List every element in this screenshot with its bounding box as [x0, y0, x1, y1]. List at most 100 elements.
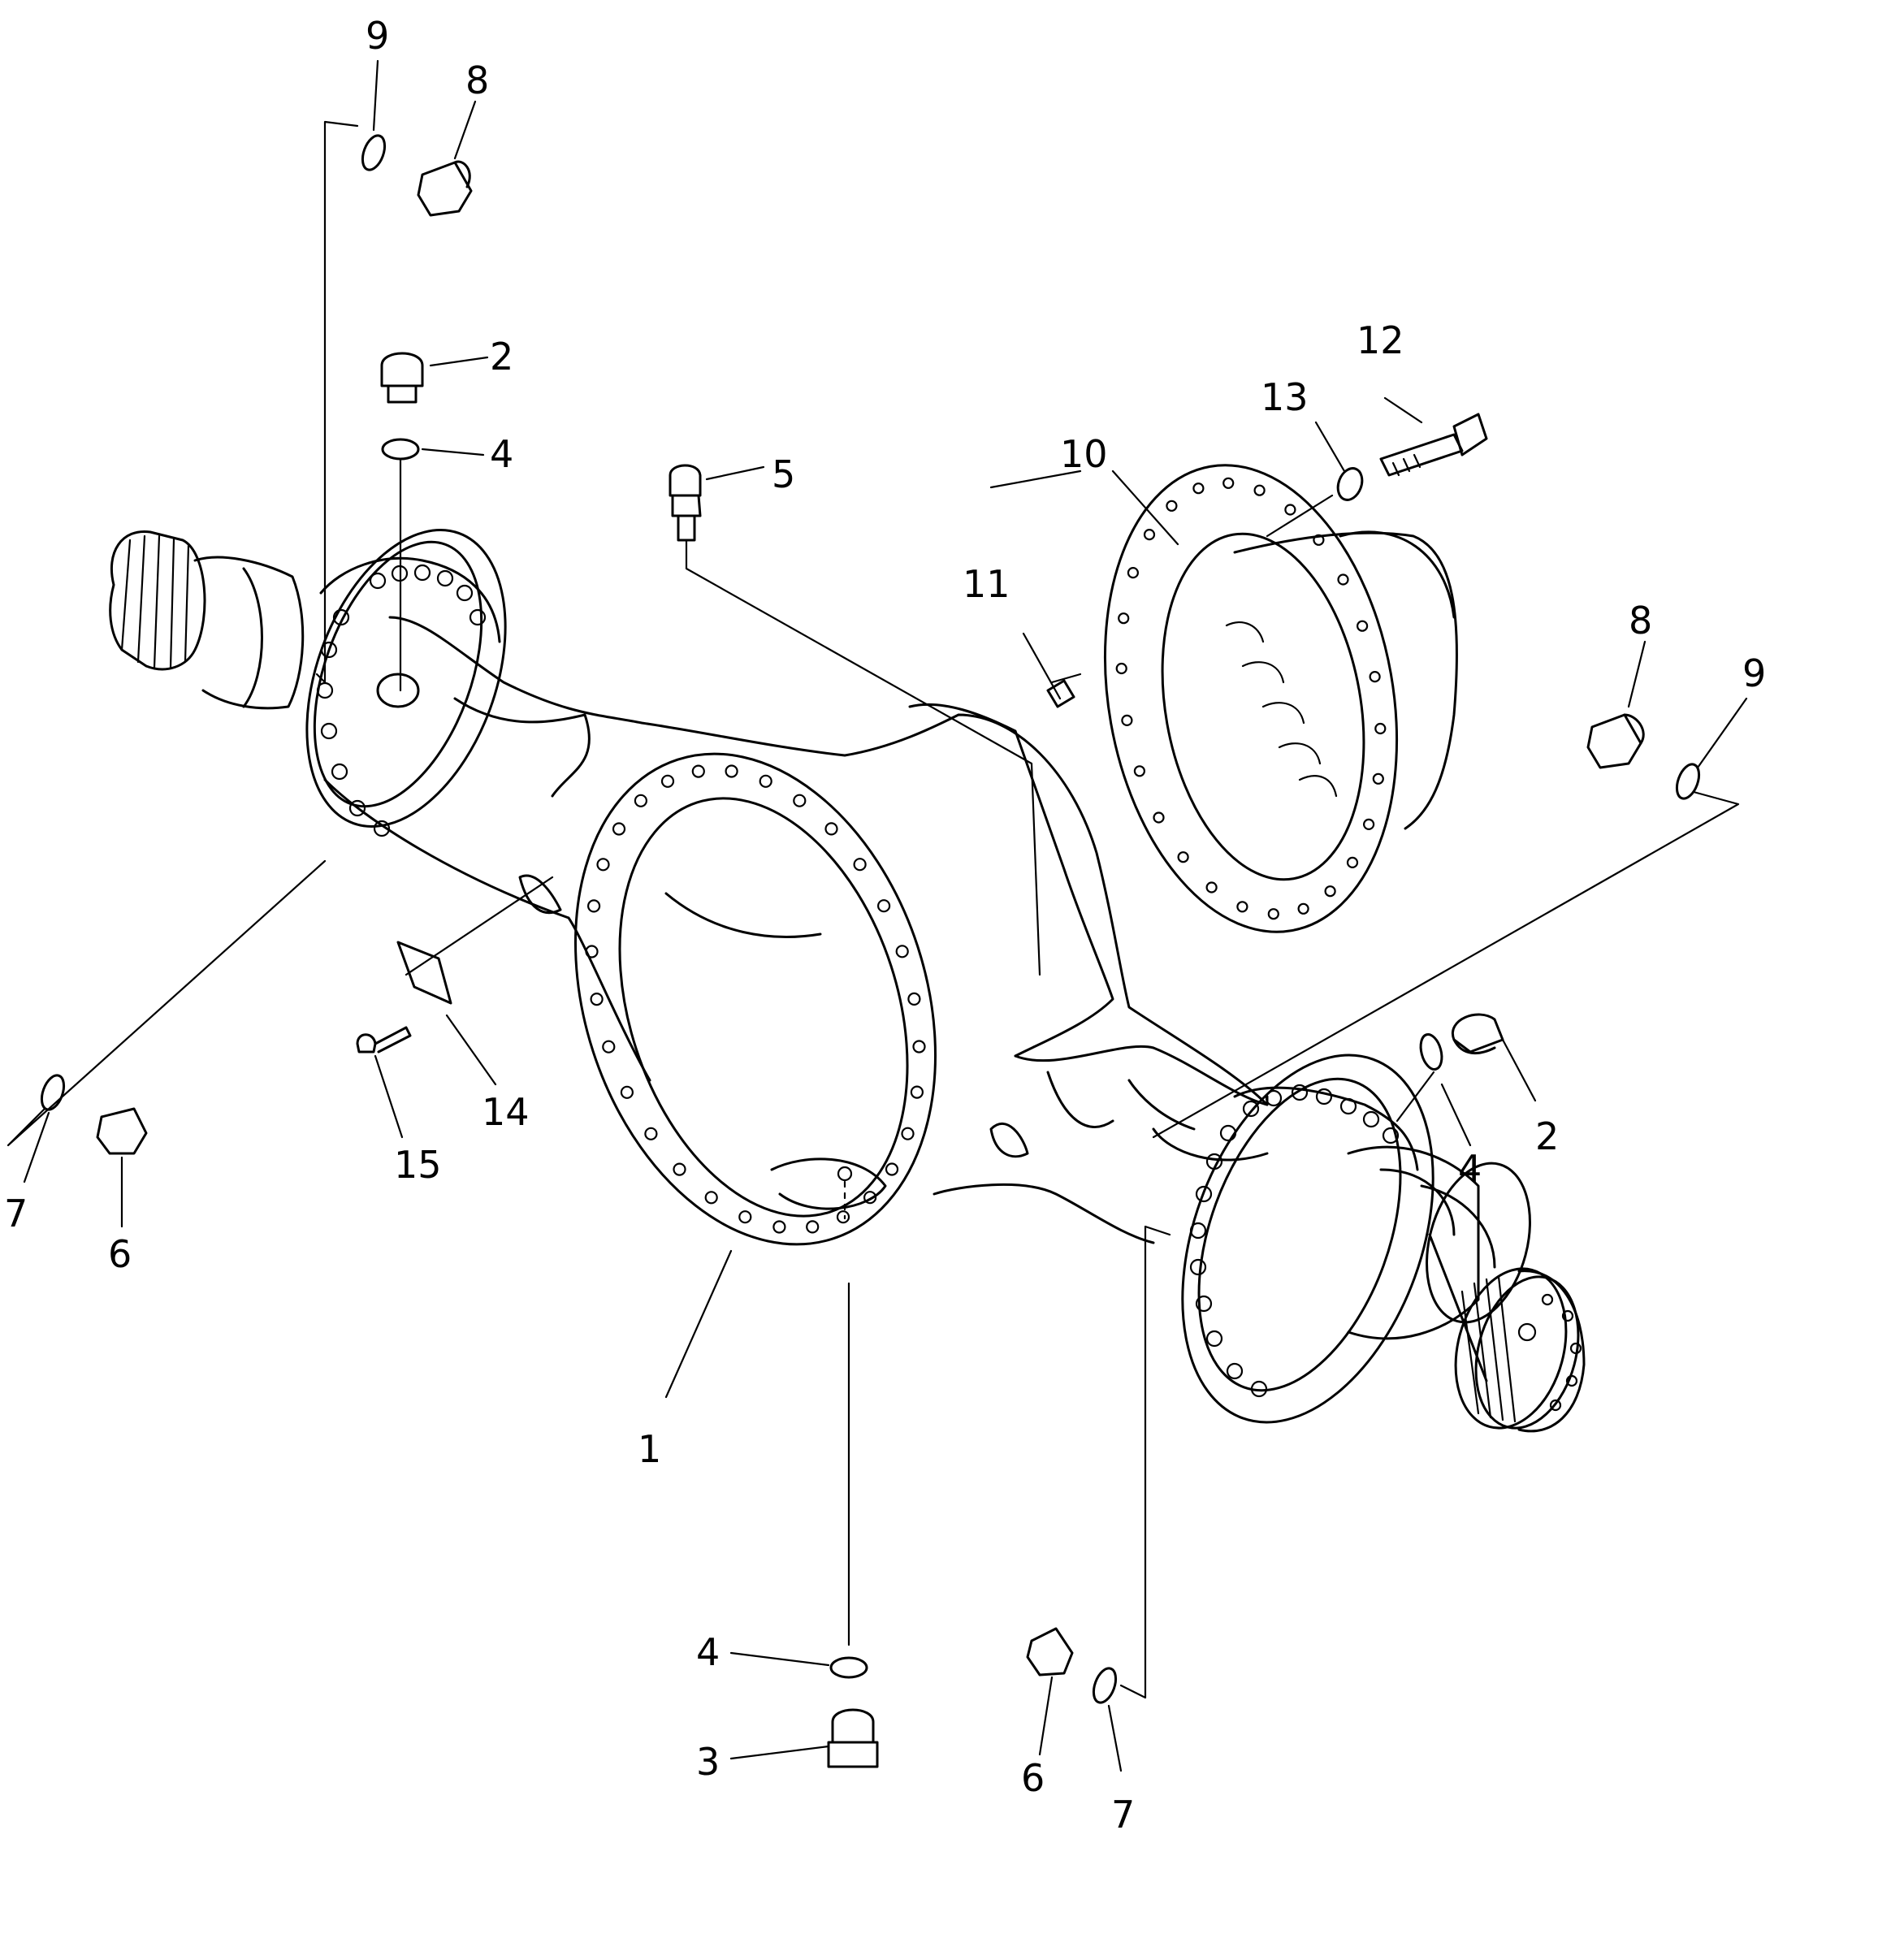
bolt-hole — [1369, 670, 1381, 683]
bolt-hole — [1236, 901, 1248, 913]
callout-9: 9 — [1742, 651, 1766, 695]
bolt-hole — [1337, 573, 1349, 586]
bolt-hole — [1143, 528, 1156, 541]
bolt-hole — [1374, 722, 1387, 735]
callout-13: 13 — [1261, 375, 1309, 419]
bolt-hole — [620, 1085, 634, 1099]
bolt-hole — [907, 992, 921, 1006]
bolt-hole — [602, 1040, 616, 1054]
callout-8: 8 — [465, 58, 489, 102]
bolt-hole — [644, 1127, 658, 1140]
bolt-hole — [1253, 484, 1266, 496]
callout-9: 9 — [366, 14, 389, 58]
callout-7: 7 — [4, 1192, 28, 1235]
bolt-hole — [1324, 885, 1336, 898]
callout-2: 2 — [1535, 1114, 1559, 1158]
callout-1: 1 — [638, 1427, 661, 1471]
bolt-hole — [590, 992, 604, 1006]
o-ring-7-lower — [1092, 1667, 1118, 1704]
o-ring-4-lower — [829, 1656, 868, 1679]
callout-14: 14 — [482, 1090, 530, 1134]
plug-6-left — [96, 1107, 148, 1155]
bolt-hole — [596, 858, 610, 872]
bolt-hole — [895, 945, 909, 958]
bolt-hole — [1297, 902, 1309, 915]
bolt-hole — [1362, 818, 1375, 831]
callout-15: 15 — [394, 1143, 442, 1187]
bolt-hole — [885, 1162, 899, 1176]
callout-11: 11 — [963, 562, 1010, 606]
plug-2-right — [1451, 1013, 1504, 1055]
bolt-hole — [1177, 851, 1189, 863]
bolt-hole — [1222, 477, 1235, 489]
bolt-hole — [836, 1210, 850, 1224]
bolt-hole — [824, 822, 838, 836]
callout-8: 8 — [1629, 599, 1652, 643]
washer-13 — [1336, 467, 1364, 501]
housing-body-outline — [323, 616, 1269, 1244]
bolt-hole — [772, 1220, 786, 1234]
right-spline-end — [1454, 1267, 1586, 1433]
bolt-hole — [1127, 566, 1140, 579]
callout-3: 3 — [696, 1740, 720, 1784]
right-spindle — [1347, 1145, 1531, 1382]
right-flange — [1181, 1054, 1434, 1424]
bolt-hole — [806, 1220, 820, 1234]
center-ring — [573, 752, 937, 1246]
bolt-hole — [1166, 500, 1178, 512]
bolt-hole — [1115, 662, 1127, 675]
bolt-hole — [853, 858, 867, 872]
bolt-hole — [793, 794, 807, 807]
bolt-hole — [1267, 908, 1279, 920]
bolt-hole — [1356, 620, 1369, 632]
bolt-hole — [901, 1127, 915, 1140]
axle-housing — [109, 529, 1586, 1433]
callout-4: 4 — [696, 1630, 720, 1674]
bolt-hole — [1313, 534, 1325, 546]
screw-15 — [356, 1026, 412, 1054]
bolt-hole — [1153, 811, 1165, 824]
bolt-hole — [1284, 504, 1296, 516]
bolt-12 — [1379, 413, 1488, 477]
ring-gear-carrier — [1103, 464, 1458, 933]
breather-5 — [669, 464, 702, 542]
bolt-hole — [673, 1162, 686, 1176]
bolt-hole — [725, 764, 738, 778]
leader-lines — [6, 59, 1748, 1772]
callout-6: 6 — [108, 1232, 132, 1276]
bolt-hole — [863, 1191, 877, 1205]
plug-8-upper — [417, 160, 473, 217]
callout-6: 6 — [1021, 1756, 1045, 1800]
o-ring-4-upper — [381, 438, 420, 461]
bolt-hole — [910, 1085, 924, 1099]
bolt-hole — [1205, 881, 1218, 893]
bolt-hole — [738, 1210, 752, 1224]
bolt-hole — [759, 774, 772, 788]
bolt-hole — [704, 1191, 718, 1205]
bolt-hole — [634, 794, 648, 807]
callout-10: 10 — [1060, 432, 1108, 476]
bolt-hole — [912, 1040, 926, 1054]
o-ring-9-upper — [361, 134, 387, 171]
bolt-hole — [1121, 714, 1133, 727]
plug-2-upper — [380, 352, 424, 404]
callout-labels: 9 8 2 4 5 10 11 13 12 8 9 4 2 14 15 7 6 … — [4, 14, 1766, 1837]
bolt-hole — [1192, 482, 1205, 495]
bolt-hole — [612, 822, 626, 836]
bolt-hole — [1372, 772, 1384, 785]
bolt-hole — [691, 764, 705, 778]
plug-3 — [827, 1708, 879, 1768]
bolt-hole — [1118, 612, 1130, 625]
bolt-hole — [876, 899, 891, 913]
plate-14 — [396, 941, 452, 1005]
plug-6-lower — [1026, 1627, 1074, 1677]
o-ring-4-right — [1419, 1033, 1443, 1071]
bolt-hole — [585, 945, 599, 958]
bolt-hole — [1133, 765, 1146, 777]
left-spline-end — [109, 530, 305, 710]
callout-12: 12 — [1357, 318, 1404, 362]
bolt-hole — [1346, 856, 1359, 869]
callout-5: 5 — [772, 452, 795, 496]
